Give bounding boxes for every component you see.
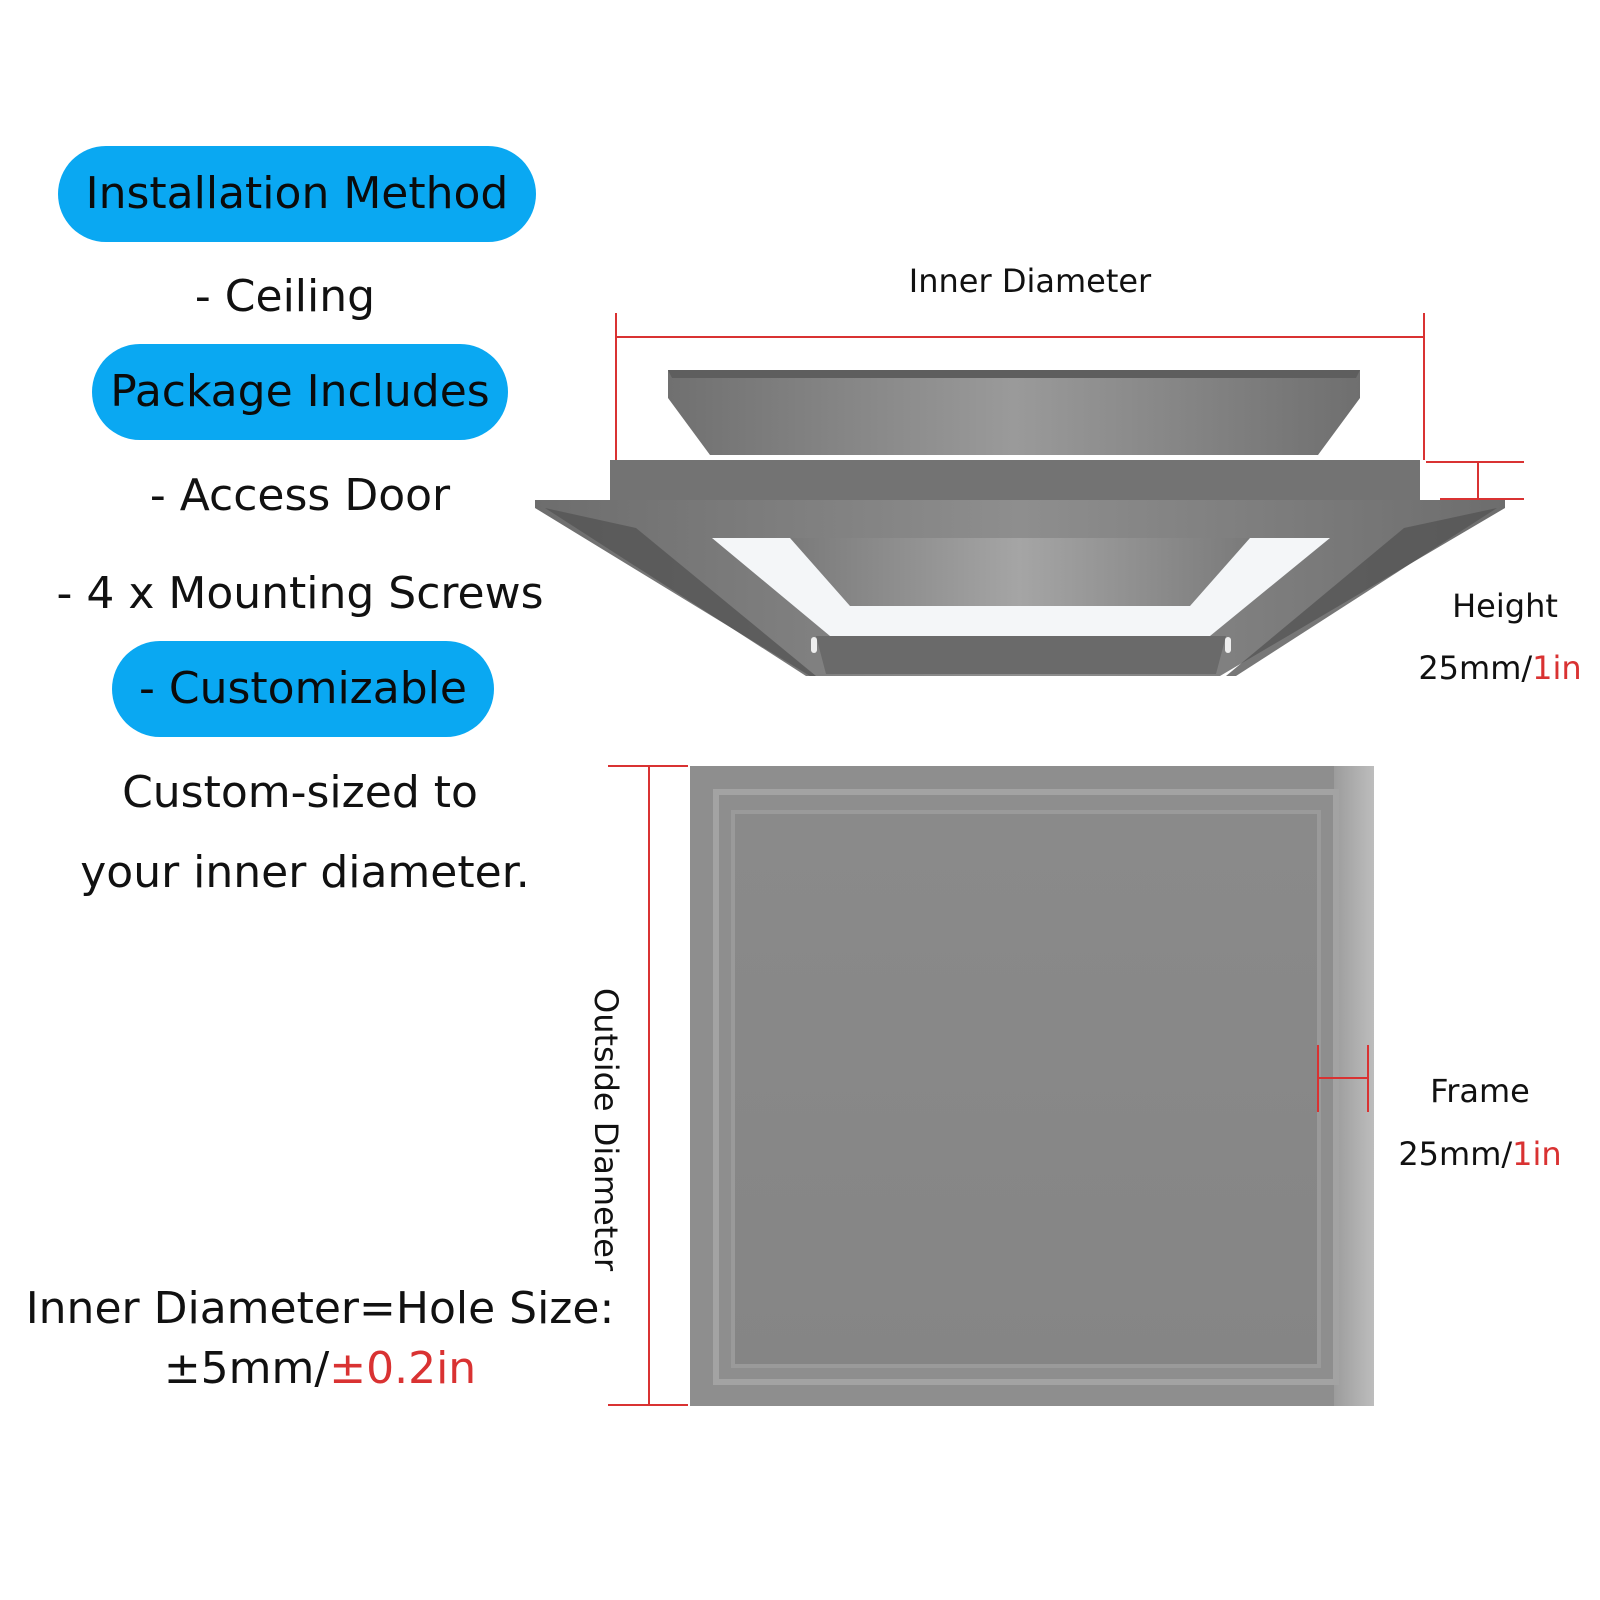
frame-value: 25mm/1in	[1385, 1138, 1575, 1170]
height-label: Height	[1452, 587, 1558, 625]
package-includes-pill: Package Includes	[92, 344, 508, 440]
height-metric: 25mm/	[1418, 649, 1533, 687]
height-value: 25mm/1in	[1405, 652, 1595, 684]
frame-metric: 25mm/	[1398, 1135, 1513, 1173]
installation-method-pill: Installation Method	[58, 146, 536, 242]
top-view-flange-top	[610, 460, 1420, 500]
frame-imperial: 1in	[1512, 1135, 1562, 1173]
customizable-label: - Customizable	[139, 663, 467, 714]
top-view-left-rail	[545, 508, 816, 676]
package-item-mounting-screws: - 4 x Mounting Screws	[56, 568, 544, 619]
installation-method-label: Installation Method	[85, 168, 509, 219]
custom-sized-line-2: your inner diameter.	[80, 847, 530, 898]
custom-sized-line-1: Custom-sized to	[122, 767, 478, 818]
installation-method-value: - Ceiling	[194, 271, 376, 322]
top-view-front-lip	[816, 636, 1226, 674]
height-imperial: 1in	[1532, 649, 1582, 687]
top-view-back-plate	[668, 370, 1360, 455]
front-view-door	[690, 766, 1374, 1406]
package-item-access-door: - Access Door	[149, 470, 451, 521]
top-view-right-rail	[1226, 508, 1497, 676]
inner-diameter-dimension	[615, 313, 1425, 460]
height-dimension	[1426, 461, 1524, 500]
inner-diameter-label: Inner Diameter	[908, 262, 1152, 300]
front-view-inner-border	[713, 789, 1339, 1385]
package-includes-label: Package Includes	[110, 366, 490, 417]
tolerance-imperial: ±0.2in	[329, 1343, 477, 1394]
top-view-screw-left	[811, 637, 817, 653]
frame-label: Frame	[1430, 1072, 1530, 1110]
tolerance-metric: ±5mm/	[163, 1343, 330, 1394]
customizable-pill: - Customizable	[112, 641, 494, 737]
front-view-frame-right-bevel	[1334, 766, 1374, 1406]
outside-diameter-dimension	[608, 765, 688, 1406]
frame-dimension	[1317, 1045, 1369, 1112]
top-view-inner-box	[790, 538, 1250, 606]
top-view-top-edge	[668, 370, 1360, 378]
tolerance-line-2: ±5mm/±0.2in	[120, 1347, 520, 1391]
top-view-screw-right	[1225, 637, 1231, 653]
outside-diameter-label: Outside Diameter	[587, 988, 625, 1272]
front-view-inner-panel	[731, 810, 1321, 1368]
tolerance-line-1: Inner Diameter=Hole Size:	[25, 1283, 615, 1334]
top-view-door	[535, 370, 1505, 676]
